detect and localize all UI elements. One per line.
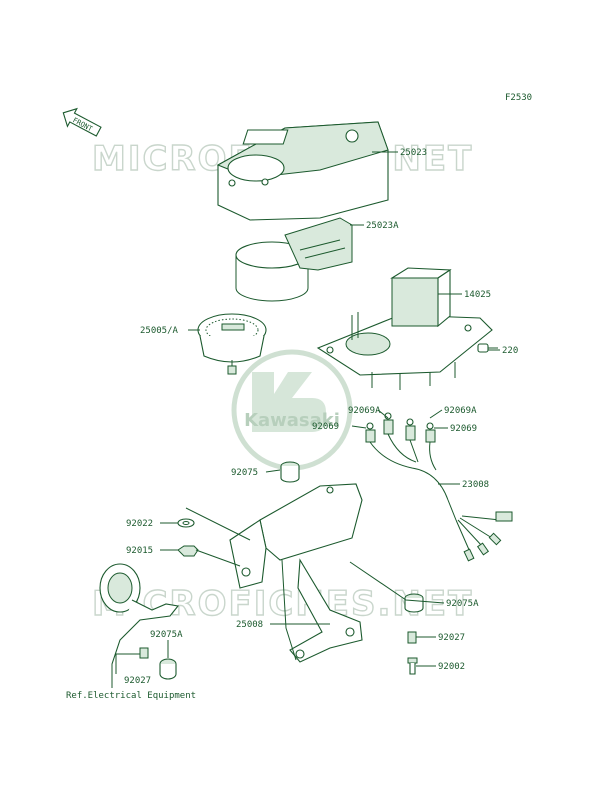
part-wiring-harness xyxy=(369,433,513,562)
part-speedometer xyxy=(197,313,267,375)
callout-92069a-left[interactable]: 92069A xyxy=(348,406,381,416)
callout-92075[interactable]: 92075 xyxy=(231,468,258,478)
callout-92069-right[interactable]: 92069 xyxy=(450,424,477,434)
part-meter-cover-ring xyxy=(235,217,353,302)
callout-92075a-right[interactable]: 92075A xyxy=(446,599,479,609)
part-meter-cover xyxy=(216,121,389,221)
callout-92015[interactable]: 92015 xyxy=(126,546,153,556)
callout-23008[interactable]: 23008 xyxy=(462,480,489,490)
part-bulb-sockets xyxy=(365,412,436,443)
leader-washer-nut xyxy=(185,507,251,567)
callout-25005a[interactable]: 25005/A xyxy=(140,326,179,336)
part-grommet-92075 xyxy=(280,461,300,483)
callout-92075a-left[interactable]: 92075A xyxy=(150,630,183,640)
part-bolt-92002 xyxy=(407,657,418,675)
leader-c14 xyxy=(349,561,445,604)
leader-c19 xyxy=(115,653,140,674)
part-meter-bracket xyxy=(229,483,363,663)
callout-220[interactable]: 220 xyxy=(502,346,518,356)
part-nut-92015 xyxy=(177,545,199,557)
part-meter-case xyxy=(316,267,493,390)
part-washer-92022 xyxy=(177,518,195,528)
callout-25023[interactable]: 25023 xyxy=(400,148,427,158)
callout-92022[interactable]: 92022 xyxy=(126,519,153,529)
part-bulb xyxy=(477,343,498,353)
callout-14025[interactable]: 14025 xyxy=(464,290,491,300)
callout-92027-right[interactable]: 92027 xyxy=(438,633,465,643)
callout-92069a-right[interactable]: 92069A xyxy=(444,406,477,416)
part-collar-92027 xyxy=(407,631,417,644)
callout-92027-left[interactable]: 92027 xyxy=(124,676,151,686)
callout-25008[interactable]: 25008 xyxy=(236,620,263,630)
callout-92002[interactable]: 92002 xyxy=(438,662,465,672)
reference-note: Ref.Electrical Equipment xyxy=(66,691,196,701)
part-grommet-92075a xyxy=(404,593,424,613)
front-arrow-icon: FRONT xyxy=(62,107,102,137)
leader-c10 xyxy=(265,469,281,473)
callout-25023a[interactable]: 25023A xyxy=(366,221,399,231)
leader-c7 xyxy=(429,409,443,419)
kawasaki-logo: Kawasaki xyxy=(231,349,353,471)
leader-c8 xyxy=(351,425,367,429)
callout-92069-left[interactable]: 92069 xyxy=(312,422,339,432)
diagram-code: F2530 xyxy=(505,93,532,103)
kawasaki-logo-text: Kawasaki xyxy=(244,410,340,431)
part-horn xyxy=(99,563,180,680)
leader-c6 xyxy=(377,409,389,419)
